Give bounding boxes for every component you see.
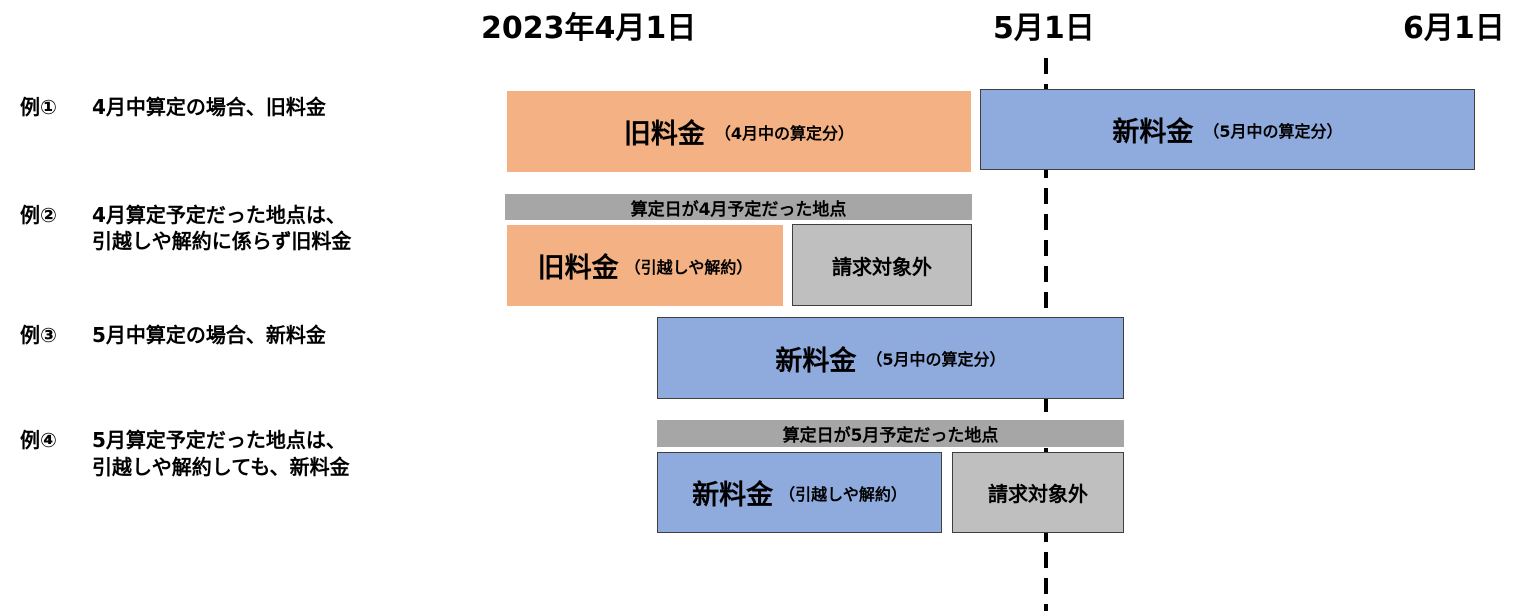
box-sub-label: （引越しや解約） xyxy=(779,484,907,504)
example-4-new-rate-box: 新料金 （引越しや解約） xyxy=(657,452,942,533)
example-2-not-billed-box: 請求対象外 xyxy=(792,224,972,306)
example-4-not-billed-box: 請求対象外 xyxy=(952,452,1124,533)
example-2-old-rate-box: 旧料金 （引越しや解約） xyxy=(507,225,783,306)
box-main-label: 新料金 xyxy=(692,480,774,511)
example-4-description-line-1: 5月算定予定だった地点は、 xyxy=(92,428,346,452)
example-3-number: 例③ xyxy=(20,323,57,347)
box-sub-label: （引越しや解約） xyxy=(624,257,753,277)
box-sub-label: （5月中の算定分） xyxy=(866,350,1006,369)
date-june-1: 6月1日 xyxy=(1403,11,1505,46)
example-2-number: 例② xyxy=(20,203,57,227)
example-2-billing-date-band: 算定日が4月予定だった地点 xyxy=(505,194,972,220)
example-4-number: 例④ xyxy=(20,428,57,452)
example-4-billing-date-band: 算定日が5月予定だった地点 xyxy=(657,420,1124,447)
box-main-label: 新料金 xyxy=(775,345,857,377)
box-main-label: 旧料金 xyxy=(623,119,705,150)
box-sub-label: （5月中の算定分） xyxy=(1203,121,1343,141)
example-2-description-line-2: 引越しや解約に係らず旧料金 xyxy=(92,229,352,253)
example-1-description: 4月中算定の場合、旧料金 xyxy=(92,95,326,119)
example-2-description-line-1: 4月算定予定だった地点は、 xyxy=(92,203,346,227)
example-1-new-rate-box: 新料金 （5月中の算定分） xyxy=(980,89,1475,170)
example-3-new-rate-box: 新料金 （5月中の算定分） xyxy=(657,317,1124,399)
example-3-description: 5月中算定の場合、新料金 xyxy=(92,323,326,347)
box-main-label: 旧料金 xyxy=(537,253,619,284)
example-1-old-rate-box: 旧料金 （4月中の算定分） xyxy=(507,91,971,172)
example-4-description-line-2: 引越しや解約しても、新料金 xyxy=(92,455,350,479)
example-1-number: 例① xyxy=(20,95,57,119)
box-sub-label: （4月中の算定分） xyxy=(714,123,855,143)
date-april-1: 2023年4月1日 xyxy=(481,11,697,46)
date-may-1: 5月1日 xyxy=(993,11,1095,46)
box-main-label: 新料金 xyxy=(1112,117,1194,148)
